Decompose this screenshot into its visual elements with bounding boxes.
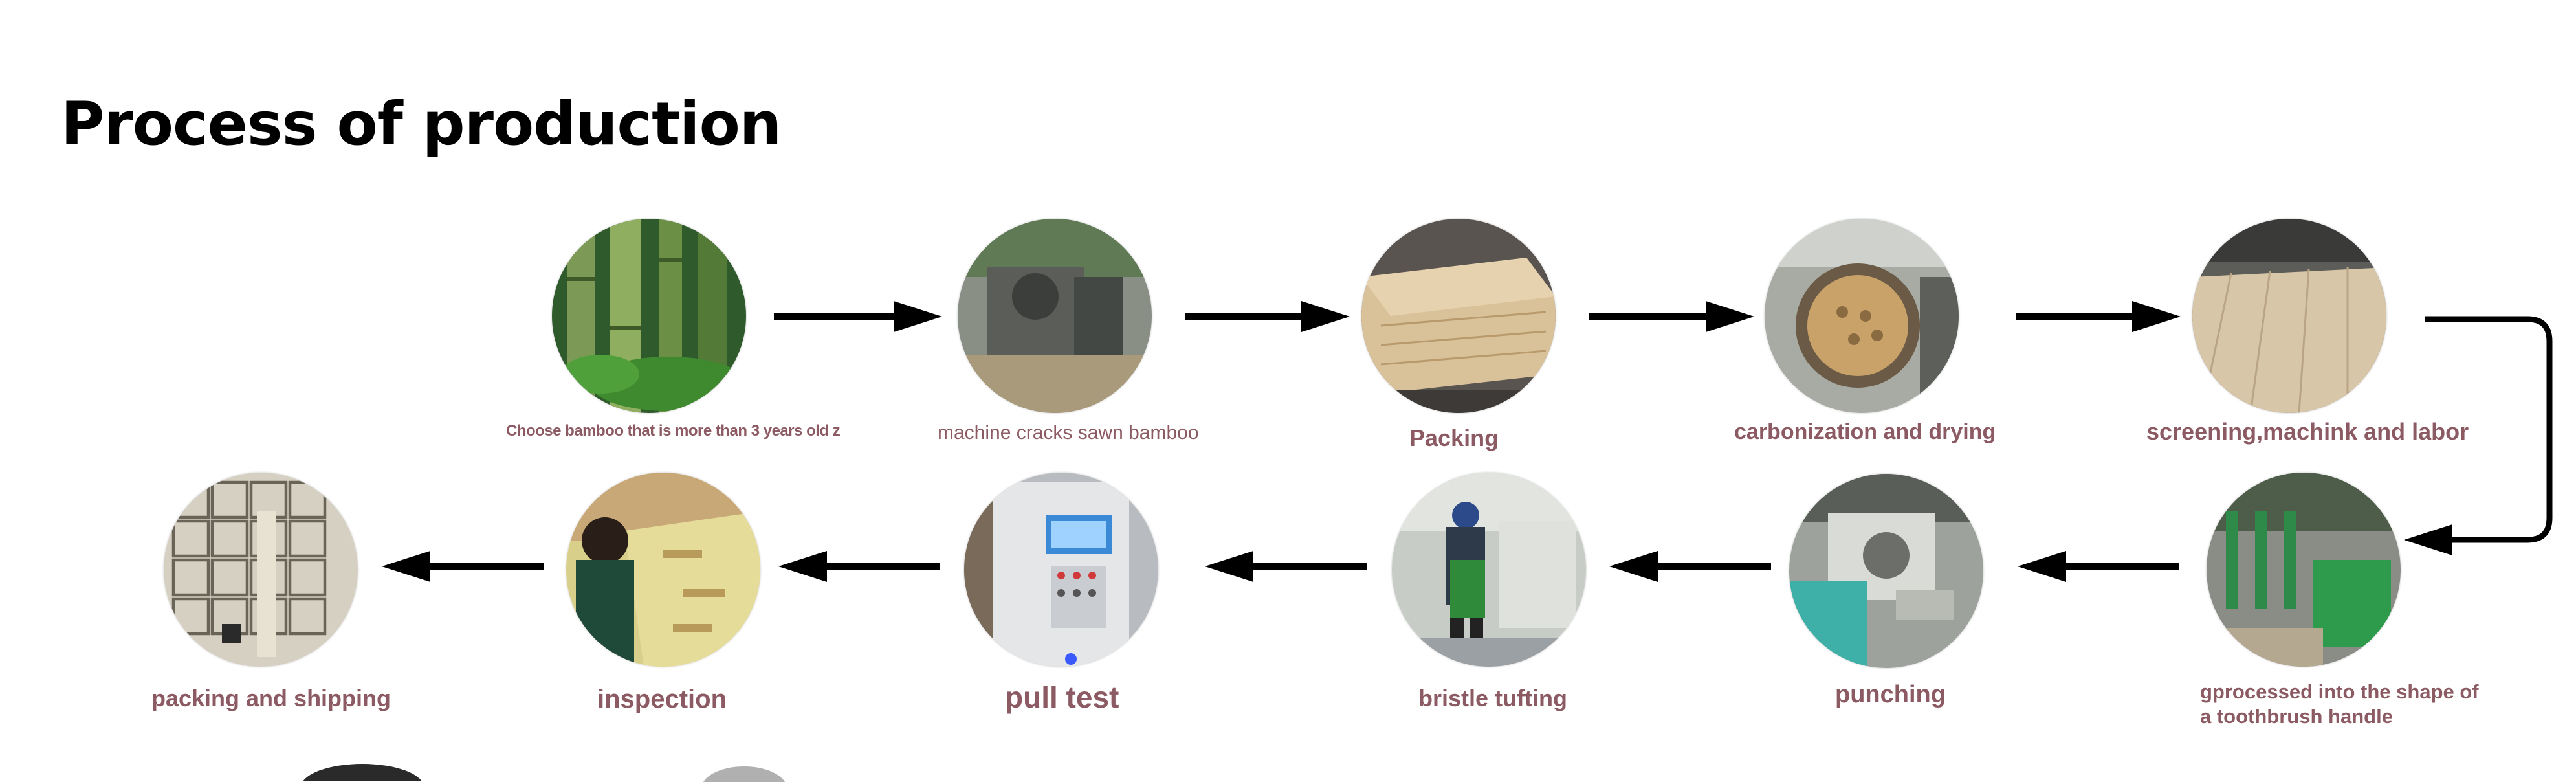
packed-boxes-photo xyxy=(164,473,358,667)
page-title: Process of production xyxy=(61,89,782,159)
cropped-photo-edge xyxy=(303,764,422,781)
step-label-cracking: machine cracks sawn bamboo xyxy=(938,422,1199,443)
step-label-carbonization: carbonization and drying xyxy=(1734,419,1996,444)
step-label-pull-test: pull test xyxy=(1005,680,1119,714)
arrow-right-icon xyxy=(1185,301,1350,332)
arrow-right-icon xyxy=(774,301,942,332)
step-label-screening: screening,machink and labor xyxy=(2146,418,2469,445)
step-label-inspection: inspection xyxy=(597,685,727,713)
bamboo-grove-photo xyxy=(552,219,746,413)
step-label-packing: Packing xyxy=(1409,425,1499,451)
arrow-left-icon xyxy=(382,551,544,582)
arrow-left-icon xyxy=(778,551,940,582)
step-label-packing-shipping: packing and shipping xyxy=(151,685,391,711)
inspection-worker-photo xyxy=(566,473,760,667)
arrow-left-icon xyxy=(2018,551,2179,582)
carbonization-kiln-photo xyxy=(1765,219,1959,413)
bamboo-slats-photo xyxy=(2192,219,2386,413)
arrow-left-icon xyxy=(1609,551,1771,582)
handle-shaping-machine-photo xyxy=(2207,473,2401,667)
step-label-punching: punching xyxy=(1835,681,1946,708)
arrow-right-icon xyxy=(1589,301,1754,332)
punching-machine-photo xyxy=(1789,474,1983,668)
step-label-line: gprocessed into the shape of xyxy=(2200,680,2479,703)
tufting-worker-photo xyxy=(1392,473,1586,667)
step-label-bristle-tufting: bristle tufting xyxy=(1418,685,1567,711)
step-label-handle-shaping: gprocessed into the shape of a toothbrus… xyxy=(2200,680,2479,729)
arrow-right-icon xyxy=(2016,301,2181,332)
bamboo-cracking-machine-photo xyxy=(958,219,1152,413)
arrow-left-icon xyxy=(1205,551,1367,582)
cropped-photo-edge xyxy=(703,766,786,782)
step-label-line: a toothbrush handle xyxy=(2200,705,2393,728)
pull-test-device-photo xyxy=(964,473,1158,667)
step-label-choose-bamboo: Choose bamboo that is more than 3 years … xyxy=(506,422,841,440)
stacked-bamboo-strips-photo xyxy=(1361,219,1556,413)
